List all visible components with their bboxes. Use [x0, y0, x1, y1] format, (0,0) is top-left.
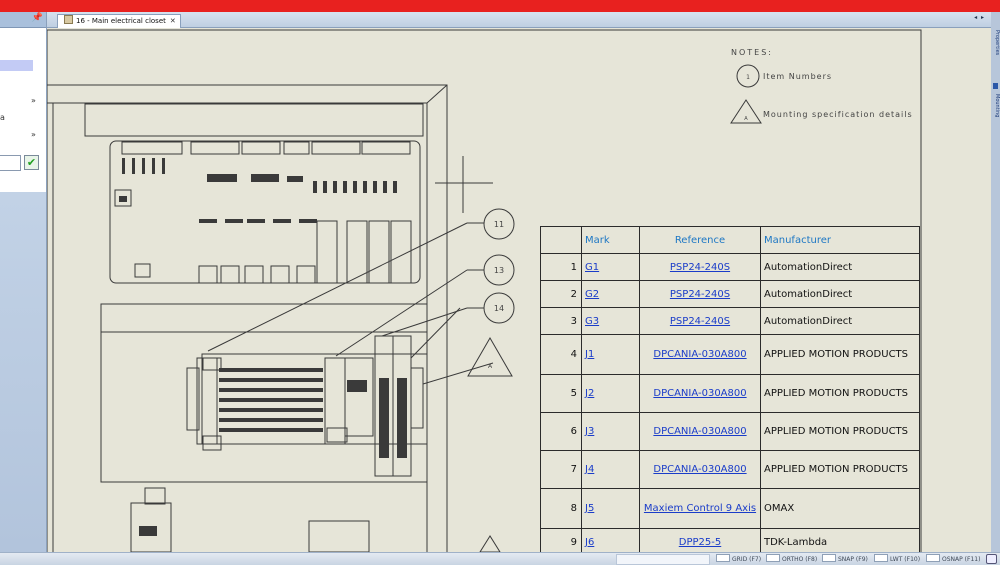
table-row: 3 G3 PSP24-240S AutomationDirect [540, 307, 920, 335]
header-mark: Mark [581, 226, 640, 254]
check-icon[interactable]: ✔ [24, 155, 39, 170]
notes-title: NOTES: [731, 48, 773, 57]
tab-main-electrical-closet[interactable]: 16 - Main electrical closet✕ [57, 14, 181, 28]
osnap-icon [926, 554, 940, 562]
lwt-icon [874, 554, 888, 562]
ortho-icon [766, 554, 780, 562]
callout-label-14: 14 [494, 304, 504, 313]
table-row: 5 J2 DPCANIA-030A800 APPLIED MOTION PROD… [540, 374, 920, 413]
header-manufacturer: Manufacturer [760, 226, 920, 254]
mark-link[interactable]: J4 [585, 464, 595, 475]
collapse-icon[interactable]: » [31, 130, 36, 139]
table-row: 2 G2 PSP24-240S AutomationDirect [540, 280, 920, 308]
panel-text-fragment: a [0, 113, 5, 122]
right-dock-strip: Properties Mounting [991, 12, 1000, 552]
mark-link[interactable]: J2 [585, 388, 595, 399]
enclosure-outer [47, 84, 448, 552]
mounting-callout-label: A [488, 363, 493, 370]
pin-icon[interactable]: 📌 [31, 13, 43, 23]
table-row: 8 J5 Maxiem Control 9 Axis OMAX [540, 488, 920, 529]
close-icon[interactable]: ✕ [169, 17, 176, 25]
mark-link[interactable]: J6 [585, 536, 595, 548]
mark-link[interactable]: G1 [585, 261, 600, 273]
mark-link[interactable]: J1 [585, 349, 595, 360]
grid-toggle[interactable]: GRID (F7) [716, 554, 761, 563]
note-triangle-symbol [730, 99, 762, 124]
reference-link[interactable]: DPCANIA-030A800 [653, 426, 747, 437]
terminal-area [201, 353, 428, 445]
lwt-toggle[interactable]: LWT (F10) [874, 554, 920, 563]
mounting-callout-triangle [467, 337, 513, 377]
right-dock-tab-mounting[interactable]: Mounting [994, 94, 1000, 118]
grid-icon [716, 554, 730, 562]
status-command-area [616, 554, 710, 565]
selected-tree-item[interactable] [0, 60, 33, 71]
cad-drawing: NOTES: 1 Item Numbers A Mounting specifi… [47, 29, 922, 552]
note-triangle-sample: A [744, 116, 748, 122]
table-row: 4 J1 DPCANIA-030A800 APPLIED MOTION PROD… [540, 334, 920, 375]
mark-link[interactable]: J3 [585, 426, 595, 437]
status-bar: GRID (F7) ORTHO (F8) SNAP (F9) LWT (F10)… [0, 552, 1000, 565]
left-panel-header: 📌 [0, 12, 46, 28]
enclosure-bevel [47, 84, 448, 104]
mark-link[interactable]: G3 [585, 315, 600, 327]
reference-link[interactable]: DPCANIA-030A800 [653, 349, 747, 360]
lower-device [130, 502, 172, 552]
mark-link[interactable]: G2 [585, 288, 600, 300]
callout-bubble-13 [483, 254, 515, 286]
note-circle-sample: 1 [746, 74, 750, 81]
dock-indicator-icon [993, 83, 998, 89]
note-item-numbers: Item Numbers [763, 72, 832, 81]
bom-header-row: Mark Reference Manufacturer [540, 226, 920, 254]
callout-bubble-11 [483, 208, 515, 240]
tab-label: 16 - Main electrical closet [76, 17, 166, 25]
ortho-toggle[interactable]: ORTHO (F8) [766, 554, 817, 563]
reference-link[interactable]: PSP24-240S [669, 261, 731, 273]
note-circle-symbol [736, 64, 760, 88]
document-tab-strip: 16 - Main electrical closet✕ ◂ ▸ [47, 12, 991, 28]
mark-link[interactable]: J5 [585, 503, 595, 514]
callout-label-13: 13 [494, 266, 504, 275]
table-row: 9 J6 DPP25-5 TDK-Lambda [540, 528, 920, 552]
left-panel: 📌 » a » ✔ [0, 12, 47, 552]
reference-link[interactable]: DPP25-5 [678, 536, 722, 548]
note-mounting-details: Mounting specification details [763, 110, 913, 119]
bom-table: Mark Reference Manufacturer 1 G1 PSP24-2… [540, 226, 920, 552]
wire-duct-top [84, 103, 424, 137]
table-row: 7 J4 DPCANIA-030A800 APPLIED MOTION PROD… [540, 450, 920, 489]
header-reference: Reference [639, 226, 761, 254]
right-dock-tab-properties[interactable]: Properties [994, 30, 1000, 56]
left-panel-lower-area [0, 192, 46, 552]
table-row: 1 G1 PSP24-240S AutomationDirect [540, 253, 920, 281]
snap-toggle[interactable]: SNAP (F9) [822, 554, 868, 563]
reference-link[interactable]: PSP24-240S [669, 315, 731, 327]
controller-board [109, 140, 421, 284]
callout-bubble-14 [483, 292, 515, 324]
reference-link[interactable]: DPCANIA-030A800 [653, 464, 747, 475]
drawing-canvas[interactable]: NOTES: 1 Item Numbers A Mounting specifi… [47, 28, 991, 552]
tab-scroll-arrows-icon[interactable]: ◂ ▸ [974, 14, 985, 21]
sheet-border [47, 29, 922, 552]
snap-icon [822, 554, 836, 562]
drawing-icon [64, 15, 73, 24]
osnap-toggle[interactable]: OSNAP (F11) [926, 554, 980, 563]
callout-label-11: 11 [494, 220, 504, 229]
reference-link[interactable]: DPCANIA-030A800 [653, 388, 747, 399]
table-row: 6 J3 DPCANIA-030A800 APPLIED MOTION PROD… [540, 412, 920, 451]
panel-input-field[interactable] [0, 155, 21, 171]
reference-link[interactable]: Maxiem Control 9 Axis [643, 503, 757, 514]
reference-link[interactable]: PSP24-240S [669, 288, 731, 300]
title-bar [0, 0, 1000, 12]
collapse-icon[interactable]: » [31, 96, 36, 105]
